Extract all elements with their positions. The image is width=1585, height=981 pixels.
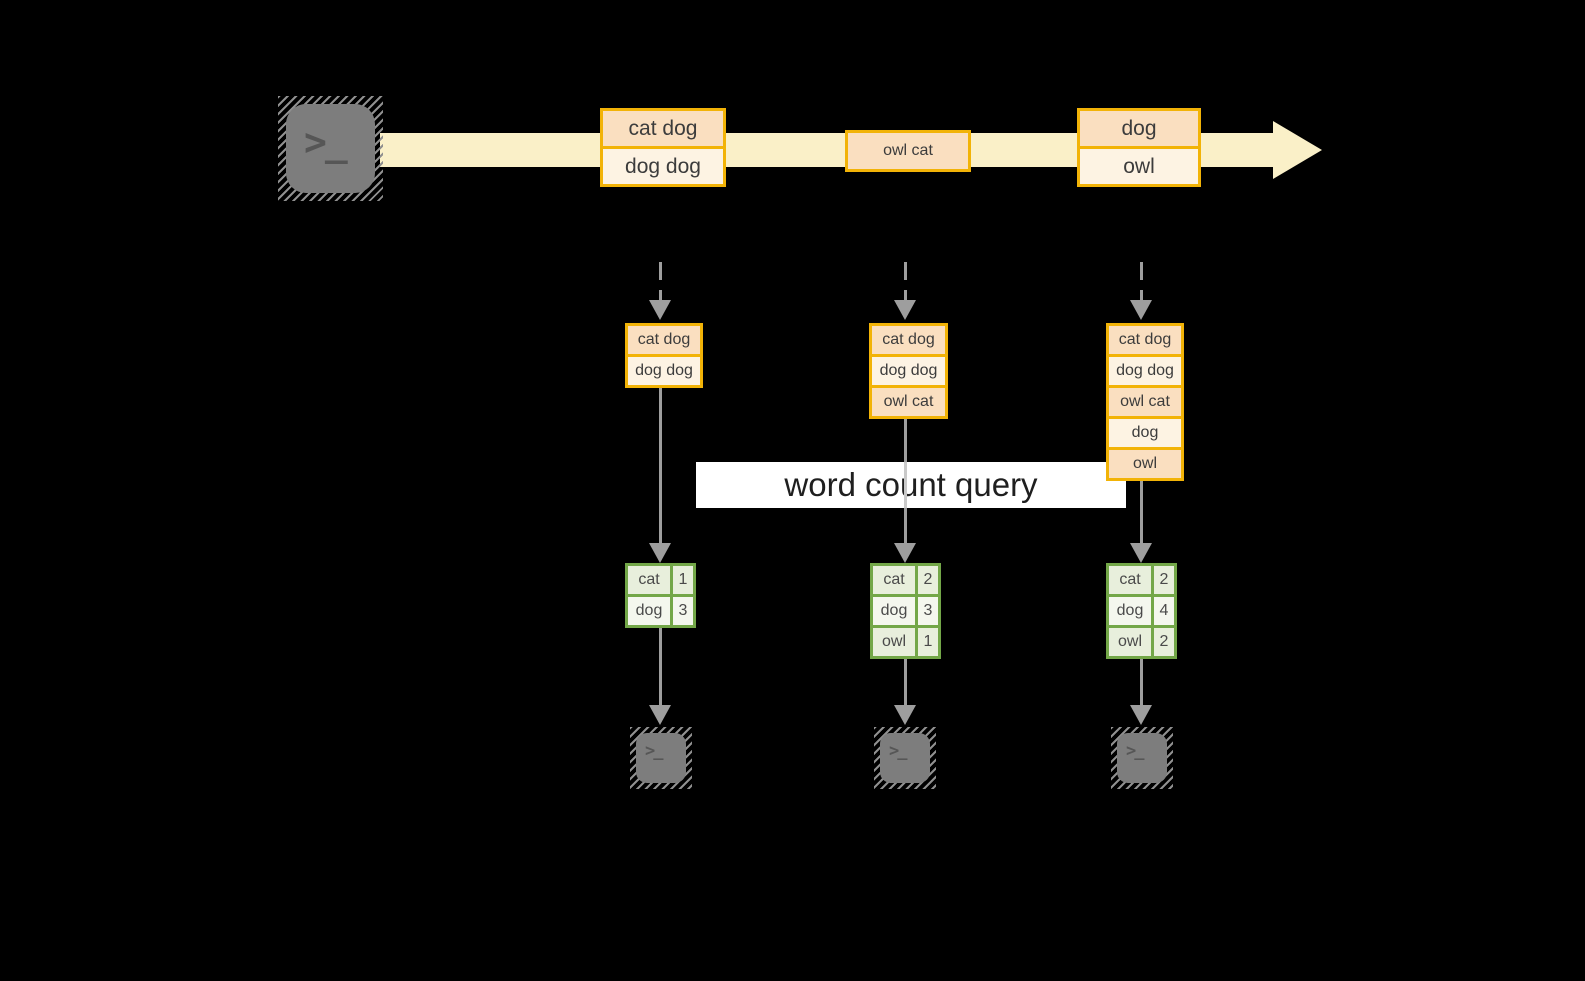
table-count-cell: 1	[673, 566, 693, 594]
word-count-table-1: cat 1 dog 3	[625, 563, 696, 628]
table-count-cell: 4	[1154, 597, 1174, 625]
down-arrowhead-icon	[649, 300, 671, 320]
table-count-cell: 1	[918, 628, 938, 656]
event-record: cat dog	[603, 111, 723, 146]
connector-line	[659, 387, 662, 543]
connector-line	[1140, 480, 1143, 543]
table-word-cell: dog	[628, 597, 670, 625]
result-terminal-icon-2: >_	[874, 727, 936, 789]
table-word-cell: cat	[628, 566, 670, 594]
table-word-cell: dog	[1109, 597, 1151, 625]
down-arrowhead-icon	[894, 543, 916, 563]
table-count-cell: 2	[918, 566, 938, 594]
query-banner-label: word count query	[784, 466, 1038, 503]
result-terminal-icon-1: >_	[630, 727, 692, 789]
event-record: owl cat	[848, 133, 968, 169]
down-arrowhead-icon	[1130, 543, 1152, 563]
down-arrowhead-icon	[894, 300, 916, 320]
down-arrowhead-icon	[1130, 705, 1152, 725]
table-word-cell: cat	[873, 566, 915, 594]
down-arrowhead-icon	[649, 543, 671, 563]
terminal-prompt-icon: >_	[304, 120, 348, 164]
table-word-cell: owl	[873, 628, 915, 656]
micro-batch-stack-2: cat dog dog dog owl cat	[869, 323, 948, 419]
batch-record: owl cat	[872, 388, 945, 416]
terminal-body: >_	[880, 733, 930, 783]
batch-record: dog dog	[628, 357, 700, 385]
batch-record: dog dog	[872, 357, 945, 385]
event-record: dog dog	[603, 149, 723, 184]
down-arrowhead-icon	[1130, 300, 1152, 320]
connector-line	[904, 659, 907, 705]
terminal-prompt-icon: >_	[645, 741, 664, 761]
down-arrowhead-icon	[894, 705, 916, 725]
table-word-cell: owl	[1109, 628, 1151, 656]
connector-line	[1140, 659, 1143, 705]
table-word-cell: dog	[873, 597, 915, 625]
batch-record: owl cat	[1109, 388, 1181, 416]
query-banner: word count query	[696, 462, 1126, 508]
micro-batch-stack-3: cat dog dog dog owl cat dog owl	[1106, 323, 1184, 481]
result-terminal-icon-3: >_	[1111, 727, 1173, 789]
terminal-prompt-icon: >_	[889, 741, 908, 761]
event-record: owl	[1080, 149, 1198, 184]
word-count-table-2: cat 2 dog 3 owl 1	[870, 563, 941, 659]
batch-record: dog	[1109, 419, 1181, 447]
dashed-down-arrow-line	[904, 262, 907, 300]
batch-record: cat dog	[628, 326, 700, 354]
batch-record: owl	[1109, 450, 1181, 478]
connector-line	[659, 628, 662, 705]
table-count-cell: 3	[673, 597, 693, 625]
event-group-1: cat dog dog dog	[600, 108, 726, 187]
table-count-cell: 2	[1154, 628, 1174, 656]
event-group-3: dog owl	[1077, 108, 1201, 187]
table-count-cell: 3	[918, 597, 938, 625]
batch-record: dog dog	[1109, 357, 1181, 385]
table-word-cell: cat	[1109, 566, 1151, 594]
table-count-cell: 2	[1154, 566, 1174, 594]
down-arrowhead-icon	[649, 705, 671, 725]
stream-source-terminal-icon: >_	[278, 96, 383, 201]
terminal-body: >_	[286, 104, 375, 193]
event-group-2: owl cat	[845, 130, 971, 172]
dashed-down-arrow-line	[1140, 262, 1143, 300]
terminal-prompt-icon: >_	[1126, 741, 1145, 761]
terminal-body: >_	[636, 733, 686, 783]
terminal-body: >_	[1117, 733, 1167, 783]
event-record: dog	[1080, 111, 1198, 146]
dashed-down-arrow-line	[659, 262, 662, 300]
event-stream-arrowhead-icon	[1273, 121, 1322, 179]
batch-record: cat dog	[1109, 326, 1181, 354]
word-count-table-3: cat 2 dog 4 owl 2	[1106, 563, 1177, 659]
batch-record: cat dog	[872, 326, 945, 354]
micro-batch-stack-1: cat dog dog dog	[625, 323, 703, 388]
connector-line-over-banner	[904, 462, 907, 508]
